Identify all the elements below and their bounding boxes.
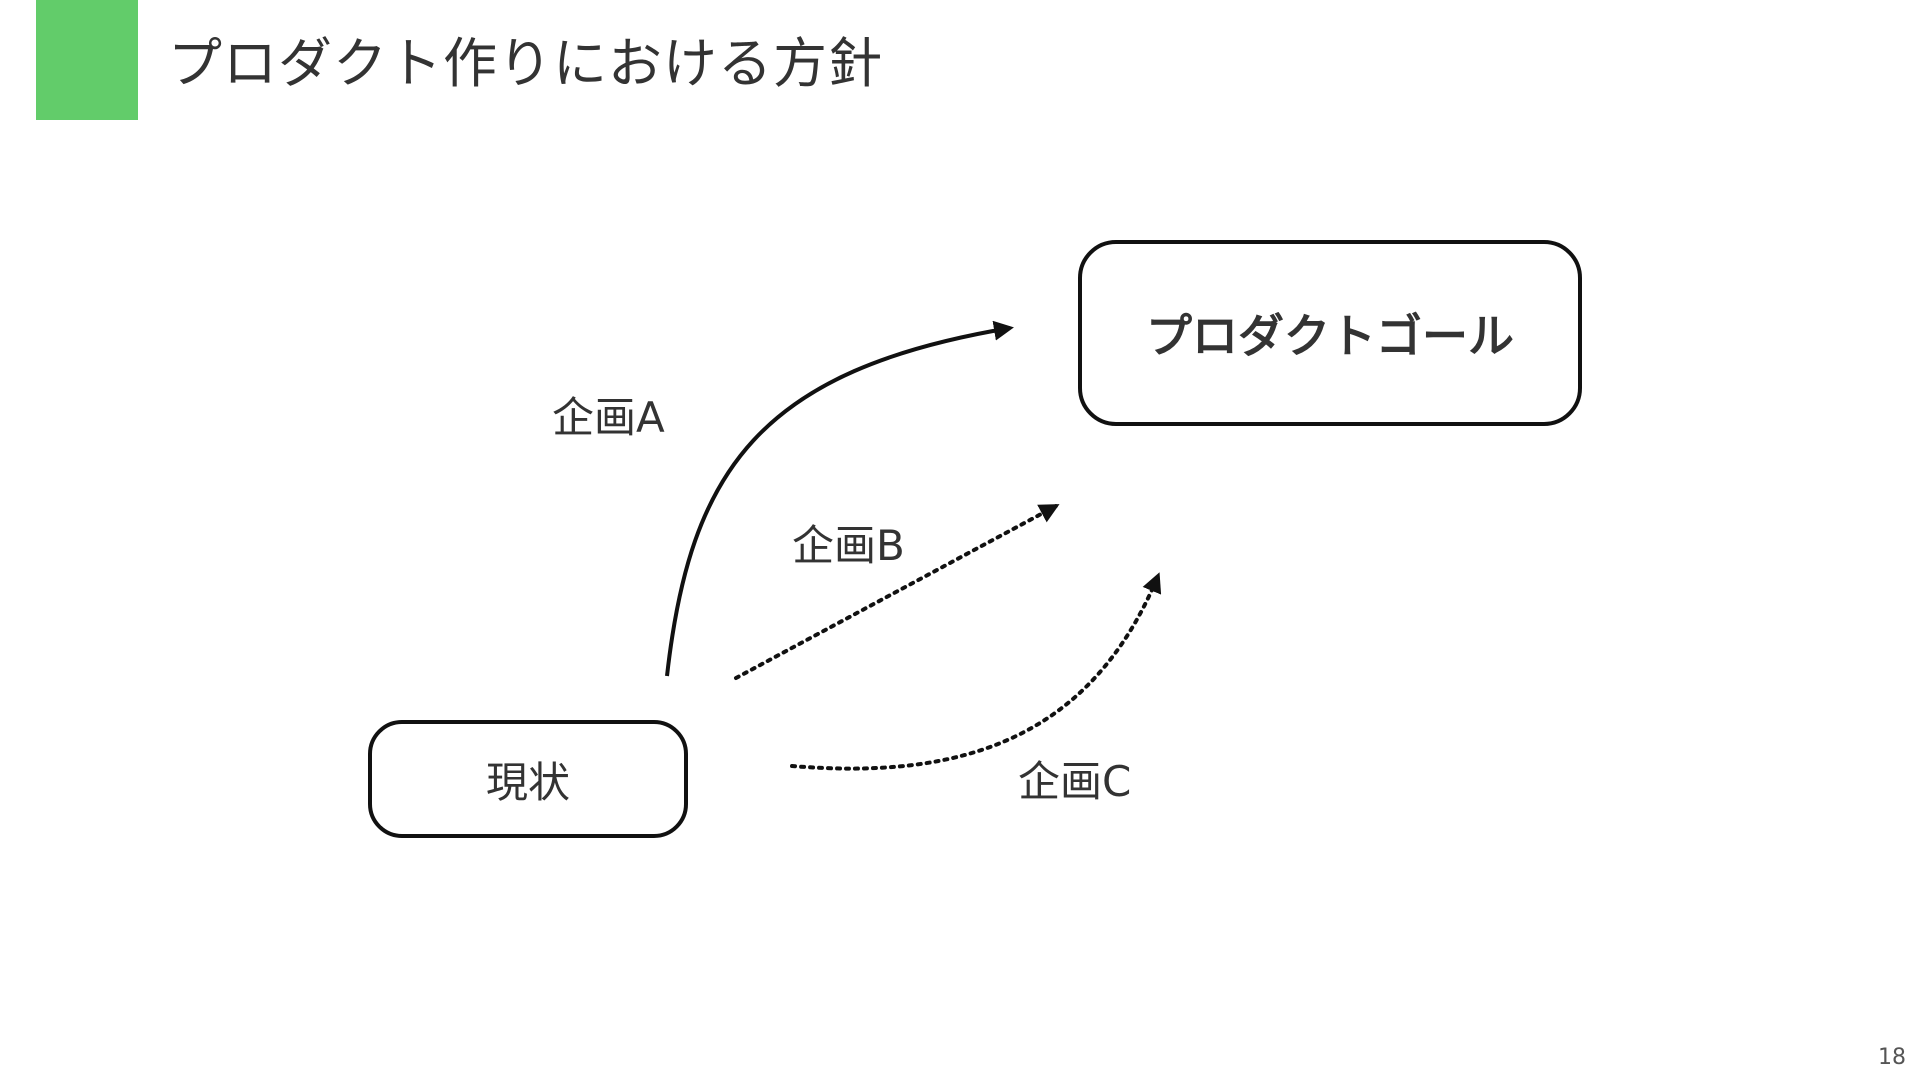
edge-label-plan-a: 企画A bbox=[552, 393, 665, 442]
edge-label-plan-b: 企画B bbox=[792, 521, 905, 570]
arrow-plan-a bbox=[665, 320, 1014, 677]
slide-title: プロダクト作りにおける方針 bbox=[168, 32, 883, 95]
page-number: 18 bbox=[1878, 1045, 1906, 1070]
node-current-state: 現状 bbox=[368, 720, 688, 838]
arrow-plan-c bbox=[790, 572, 1162, 771]
node-product-goal: プロダクトゴール bbox=[1078, 240, 1582, 426]
node-product-goal-label: プロダクトゴール bbox=[1146, 309, 1514, 363]
node-current-state-label: 現状 bbox=[485, 757, 570, 807]
title-accent-block bbox=[36, 0, 138, 120]
edge-label-plan-c: 企画C bbox=[1018, 757, 1132, 806]
arrow-plan-b bbox=[734, 504, 1060, 680]
